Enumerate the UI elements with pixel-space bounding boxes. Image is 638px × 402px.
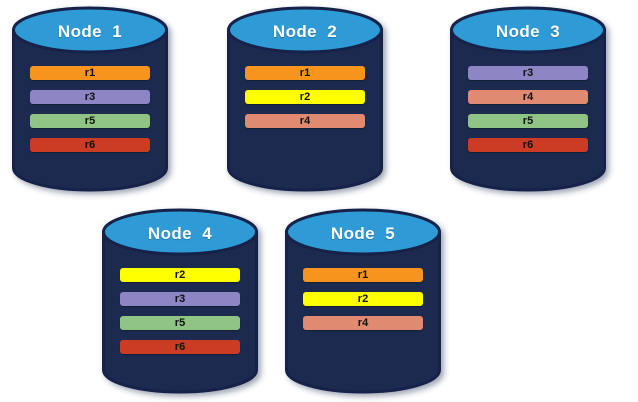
cylinder-top-ellipse — [450, 6, 606, 54]
replica-bar-r4[interactable]: r4 — [303, 316, 423, 330]
replica-bar-r2[interactable]: r2 — [303, 292, 423, 306]
cylinder-top-ellipse — [227, 6, 383, 54]
replica-bar-r4[interactable]: r4 — [468, 90, 588, 104]
database-node-5[interactable]: Node 5 r1 r2 r4 — [285, 208, 441, 394]
replica-bar-r3[interactable]: r3 — [468, 66, 588, 80]
replica-list: r1 r2 r4 — [303, 268, 423, 330]
replica-list: r2 r3 r5 r6 — [120, 268, 240, 354]
database-node-1[interactable]: Node 1 r1 r3 r5 r6 — [12, 6, 168, 192]
replica-bar-r5[interactable]: r5 — [120, 316, 240, 330]
node-label: Node 4 — [147, 224, 213, 243]
cylinder-top-ellipse — [285, 208, 441, 256]
replica-bar-r5[interactable]: r5 — [468, 114, 588, 128]
node-label: Node 2 — [272, 22, 338, 41]
replica-list: r3 r4 r5 r6 — [468, 66, 588, 152]
replica-bar-r6[interactable]: r6 — [30, 138, 150, 152]
node-label: Node 5 — [330, 224, 396, 243]
replica-bar-r2[interactable]: r2 — [120, 268, 240, 282]
replica-list: r1 r3 r5 r6 — [30, 66, 150, 152]
replica-bar-r6[interactable]: r6 — [468, 138, 588, 152]
replica-bar-r4[interactable]: r4 — [245, 114, 365, 128]
replica-bar-r5[interactable]: r5 — [30, 114, 150, 128]
replica-bar-r3[interactable]: r3 — [120, 292, 240, 306]
replica-bar-r3[interactable]: r3 — [30, 90, 150, 104]
database-node-3[interactable]: Node 3 r3 r4 r5 r6 — [450, 6, 606, 192]
node-label: Node 3 — [495, 22, 561, 41]
node-label: Node 1 — [57, 22, 123, 41]
database-node-4[interactable]: Node 4 r2 r3 r5 r6 — [102, 208, 258, 394]
replica-bar-r1[interactable]: r1 — [30, 66, 150, 80]
replica-bar-r1[interactable]: r1 — [245, 66, 365, 80]
replica-list: r1 r2 r4 — [245, 66, 365, 128]
cylinder-top-ellipse — [12, 6, 168, 54]
replica-bar-r6[interactable]: r6 — [120, 340, 240, 354]
replica-bar-r1[interactable]: r1 — [303, 268, 423, 282]
cylinder-top-ellipse — [102, 208, 258, 256]
database-node-2[interactable]: Node 2 r1 r2 r4 — [227, 6, 383, 192]
replica-bar-r2[interactable]: r2 — [245, 90, 365, 104]
